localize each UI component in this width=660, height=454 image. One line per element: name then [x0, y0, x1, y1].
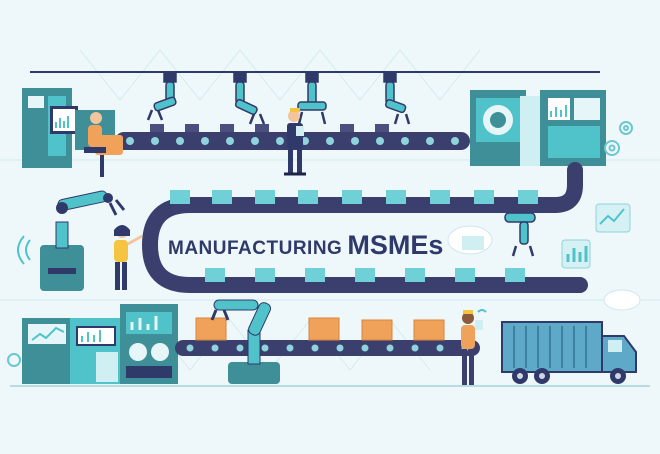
- robot-arm-icon: [504, 212, 536, 257]
- chart-icon: [561, 203, 631, 269]
- headline-emphasis: MSMEs: [347, 230, 444, 260]
- cloud-icon: [447, 225, 493, 255]
- gear-icon: [7, 121, 633, 367]
- truck-icon: [501, 321, 637, 384]
- lower-conveyor: [175, 340, 480, 356]
- headline-prefix: MANUFACTURING: [168, 238, 343, 259]
- machine-icon: [470, 90, 606, 166]
- machine-icon: [22, 304, 178, 384]
- robot-arm-icon: [146, 71, 411, 125]
- worker-icon: [461, 309, 487, 385]
- worker-icon: [114, 225, 143, 290]
- headline: MANUFACTURING MSMEs: [168, 230, 443, 261]
- robot-arm-icon: [40, 190, 126, 291]
- worker-icon: [284, 108, 306, 176]
- s-curve-conveyor: [141, 162, 588, 293]
- cloud-icon: [603, 289, 641, 311]
- robot-arm-icon: [210, 299, 280, 384]
- worker-icon: [84, 112, 123, 177]
- signal-icon: [17, 235, 31, 265]
- package-box: [195, 317, 445, 341]
